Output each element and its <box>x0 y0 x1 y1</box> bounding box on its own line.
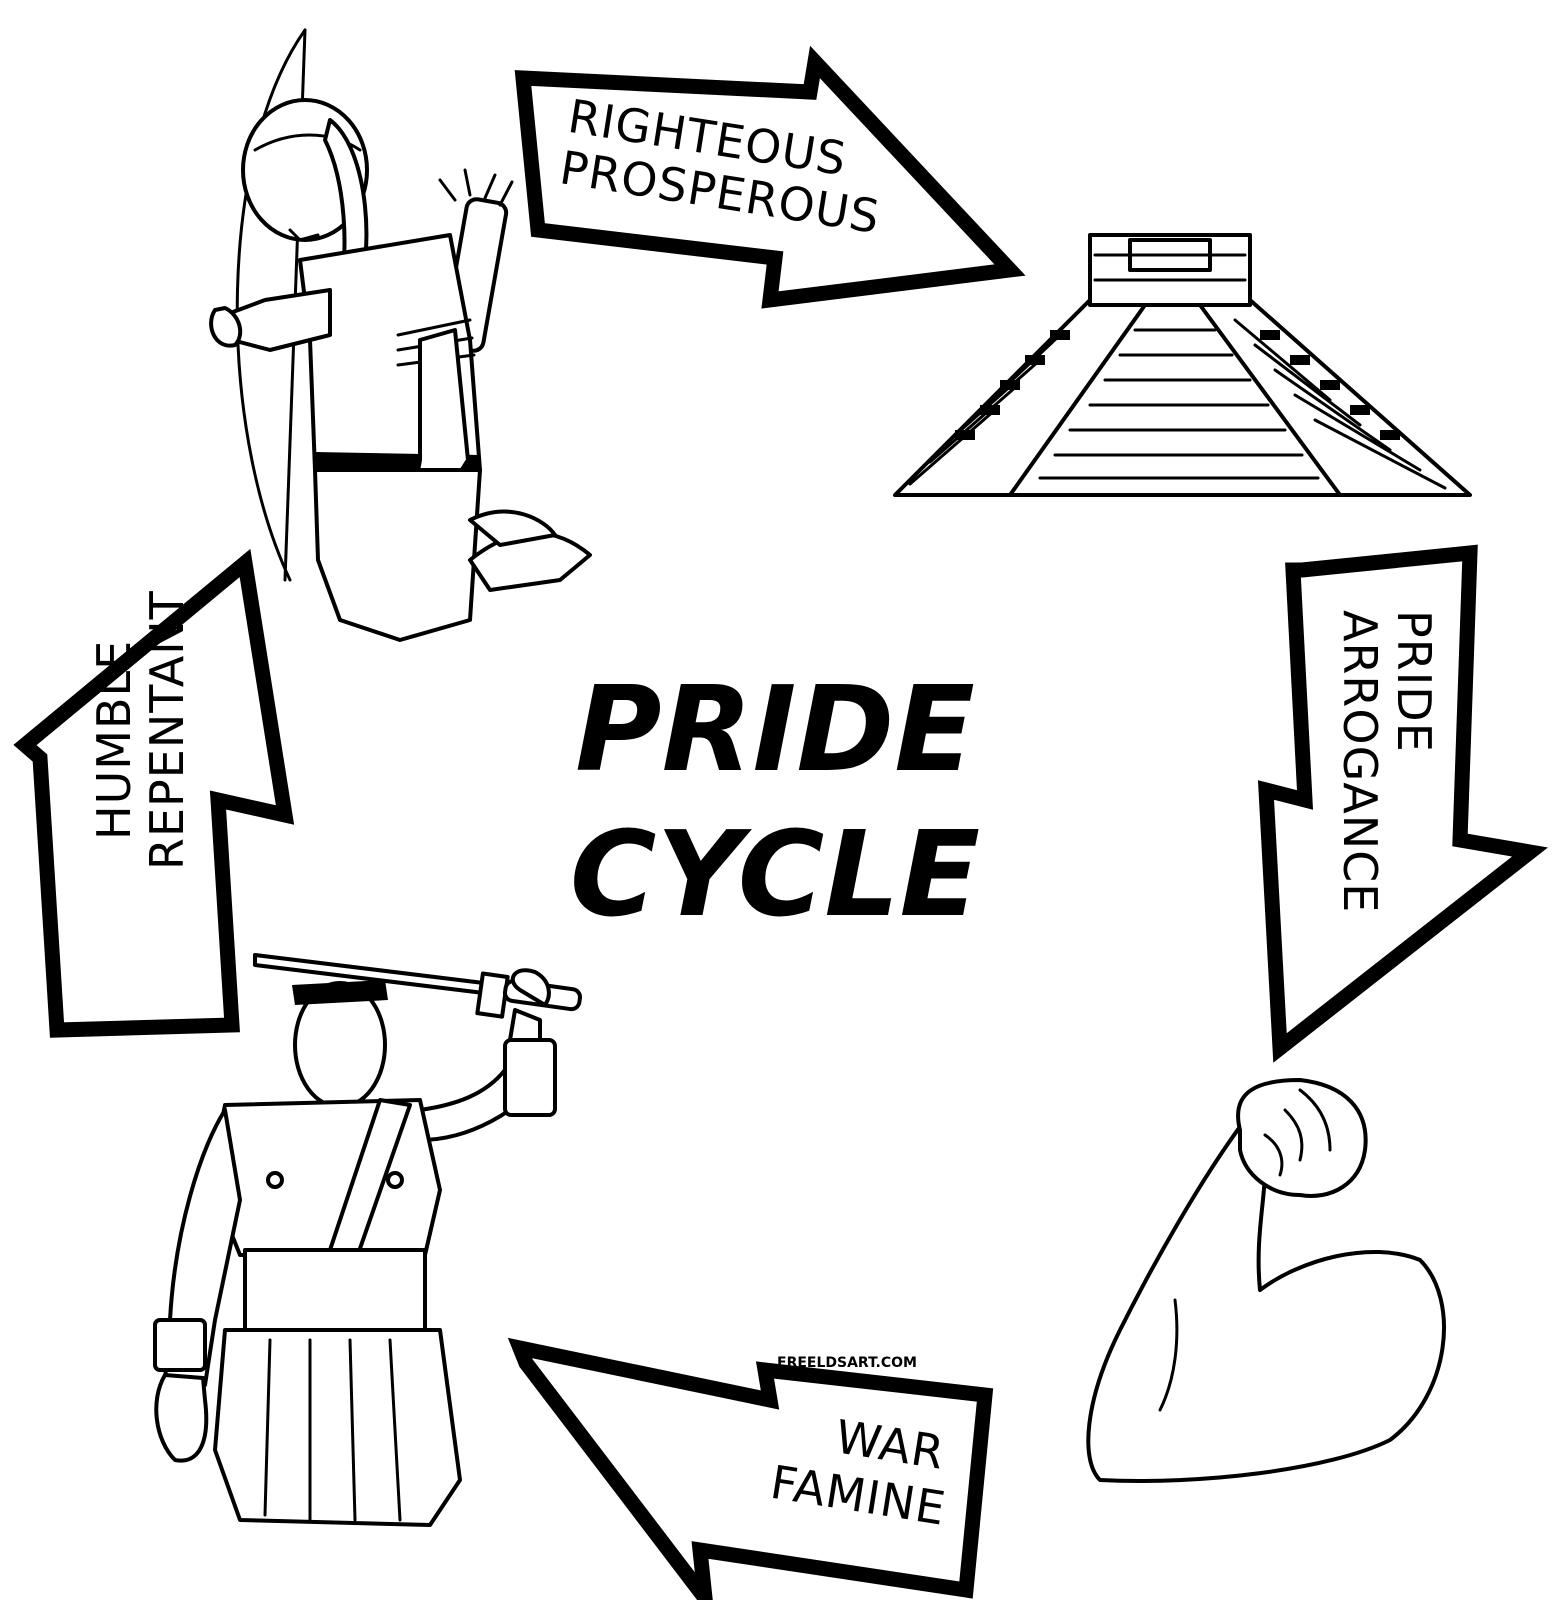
stage-2-line-2: ARROGANCE <box>1333 610 1387 913</box>
arrow-humble-shape <box>13 548 295 1038</box>
stage-4-line-1: HUMBLE <box>87 640 141 840</box>
title-line-2: CYCLE <box>570 805 980 943</box>
stage-4-line-2: REPENTANT <box>140 590 194 870</box>
stage-arrow-humble-repentant: HUMBLE REPENTANT <box>13 548 295 1038</box>
arrow-pride-shape <box>1257 544 1548 1063</box>
stage-2-line-1: PRIDE <box>1387 610 1441 753</box>
arrow-righteous-shape <box>514 45 1026 309</box>
diagram-title: PRIDE CYCLE <box>570 660 980 943</box>
arrow-war-shape <box>507 1337 994 1600</box>
flexed-arm-icon <box>1086 1078 1446 1483</box>
stage-arrow-righteous-prosperous: RIGHTEOUS PROSPEROUS <box>514 45 1026 309</box>
stage-arrow-pride-arrogance: PRIDE ARROGANCE <box>1257 544 1548 1063</box>
pyramid-temple-icon <box>893 233 1472 497</box>
title-line-1: PRIDE <box>575 660 975 798</box>
kneeling-archer-icon <box>209 28 592 642</box>
credit-text: FREELDSART.COM <box>777 1355 917 1371</box>
warrior-with-sword-icon <box>153 953 582 1527</box>
stage-arrow-war-famine: WAR FAMINE <box>507 1337 994 1600</box>
